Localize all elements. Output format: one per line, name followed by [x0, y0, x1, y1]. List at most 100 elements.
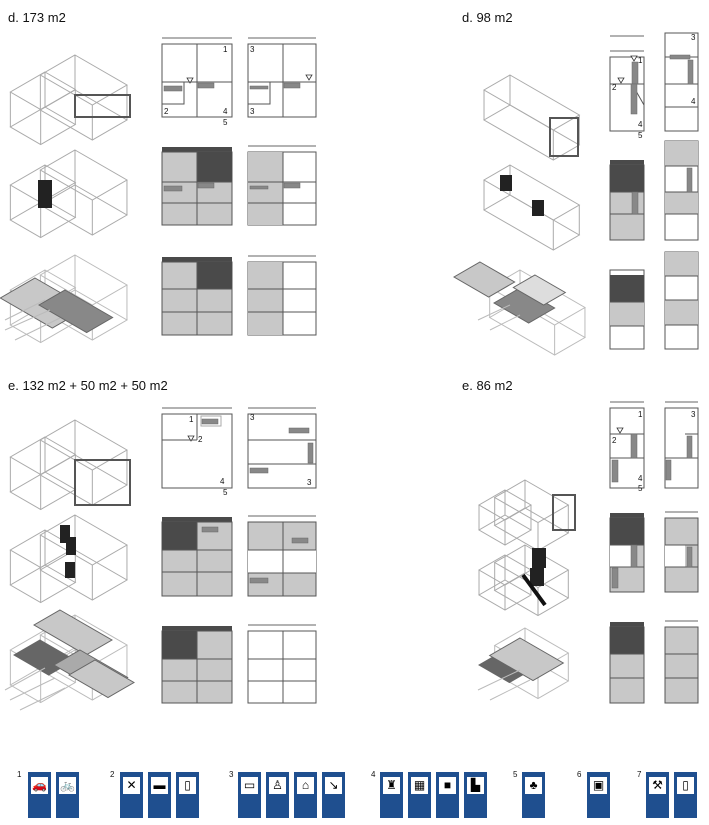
stair-icon — [197, 82, 215, 89]
stair-icon — [249, 467, 269, 474]
stair-icon — [669, 54, 691, 60]
entrance-triangle-icon — [617, 77, 625, 84]
toilet-icon: ♙ — [266, 772, 289, 818]
white-zone — [665, 545, 685, 567]
dark-bar — [162, 257, 232, 262]
axon-box-top — [483, 164, 581, 221]
cafe-icon: ▬ — [148, 772, 171, 818]
white-zone — [610, 545, 631, 567]
stair-icon — [630, 433, 638, 459]
plan-line — [477, 304, 511, 321]
axon-box-top — [493, 479, 570, 524]
entrance-triangle-icon — [187, 435, 195, 442]
axon-box-bottom — [483, 194, 581, 251]
axon-box-bottom — [9, 106, 77, 146]
axon-box-top — [39, 54, 128, 106]
cinema-icon: ■ — [436, 772, 459, 818]
group-number: 6 — [577, 770, 582, 779]
plan-cell — [247, 413, 317, 489]
stair-icon — [249, 85, 269, 90]
grey-zone — [248, 262, 283, 335]
dark-zone — [162, 631, 197, 659]
dark-bar — [162, 147, 232, 152]
plan-cell — [664, 32, 699, 132]
group-number: 5 — [513, 770, 518, 779]
stair-icon — [249, 185, 269, 190]
white-zone — [247, 630, 317, 660]
grey-zone — [665, 141, 698, 166]
axon-volume-dark — [532, 200, 544, 216]
grey-zone — [665, 192, 698, 214]
dark-bar — [162, 626, 232, 631]
stair-icon — [201, 418, 219, 425]
facade-frame — [74, 459, 131, 506]
stair-icon — [686, 435, 693, 459]
entrance-triangle-icon — [305, 74, 313, 81]
axon-volume-dark — [532, 548, 546, 568]
group-number: 4 — [371, 770, 376, 779]
cabinet-icon: ▦ — [408, 772, 431, 818]
group-number: 2 — [110, 770, 115, 779]
drinks-icon: ▯ — [176, 772, 199, 818]
axon-volume-dark — [66, 537, 76, 555]
grey-zone — [610, 302, 644, 326]
white-zone — [248, 550, 316, 573]
plan-line — [4, 299, 46, 321]
clothing-icon: ⌂ — [294, 772, 317, 818]
plan-line — [489, 679, 531, 701]
plan-cell — [664, 407, 699, 489]
plan-cell — [664, 626, 699, 704]
stair-icon — [686, 167, 693, 193]
axon-box-bottom — [9, 471, 77, 511]
stair-icon — [307, 442, 314, 464]
dark-zone — [197, 262, 232, 289]
bicycle-icon: 🚲 — [56, 772, 79, 818]
axon-box-bottom — [39, 549, 128, 601]
stair-icon — [288, 427, 310, 434]
facade-frame — [549, 117, 579, 157]
axon-slab — [68, 659, 135, 699]
stair-frame — [200, 415, 222, 427]
axon-box-top — [39, 419, 128, 471]
axon-box-bottom — [39, 454, 128, 506]
grey-zone — [665, 252, 698, 276]
plan-cell — [247, 81, 271, 105]
plan-line — [14, 317, 61, 341]
dark-bar — [610, 622, 644, 627]
plan-line — [19, 687, 66, 711]
stair-icon — [163, 85, 183, 92]
dark-zone — [610, 165, 644, 192]
facade-frame — [74, 94, 131, 118]
stair-icon — [283, 82, 301, 89]
grey-zone — [665, 300, 698, 325]
entrance-triangle-icon — [630, 55, 638, 62]
stair-icon — [687, 59, 694, 85]
dark-bar — [610, 160, 644, 165]
plan-line — [9, 677, 56, 701]
axon-box-bottom — [39, 89, 128, 141]
axon-volume-dark — [530, 568, 544, 586]
axon-slab — [488, 637, 565, 682]
desk-icon: ▙ — [464, 772, 487, 818]
axon-volume-dark — [500, 175, 512, 191]
stair-icon — [631, 61, 639, 85]
laundry-icon: ▣ — [587, 772, 610, 818]
axon-box-top — [9, 71, 77, 111]
axon-volume-dark — [60, 525, 70, 543]
tools-icon: ⚒ — [646, 772, 669, 818]
group-number: 7 — [637, 770, 642, 779]
axon-volume-dark — [38, 180, 52, 208]
axon-box-top — [39, 514, 128, 566]
dark-zone — [610, 627, 644, 654]
stair-icon — [201, 526, 219, 533]
plan-line — [521, 573, 547, 607]
axon-box-top — [9, 436, 77, 476]
plan-line — [489, 314, 521, 331]
block-title-e-86: e. 86 m2 — [462, 378, 513, 393]
seating-icon: ♜ — [380, 772, 403, 818]
block-title-d-98: d. 98 m2 — [462, 10, 513, 25]
architectural-drawings — [0, 32, 699, 711]
stair-icon — [686, 546, 693, 568]
plan-line — [4, 309, 51, 331]
stair-icon — [611, 567, 619, 589]
